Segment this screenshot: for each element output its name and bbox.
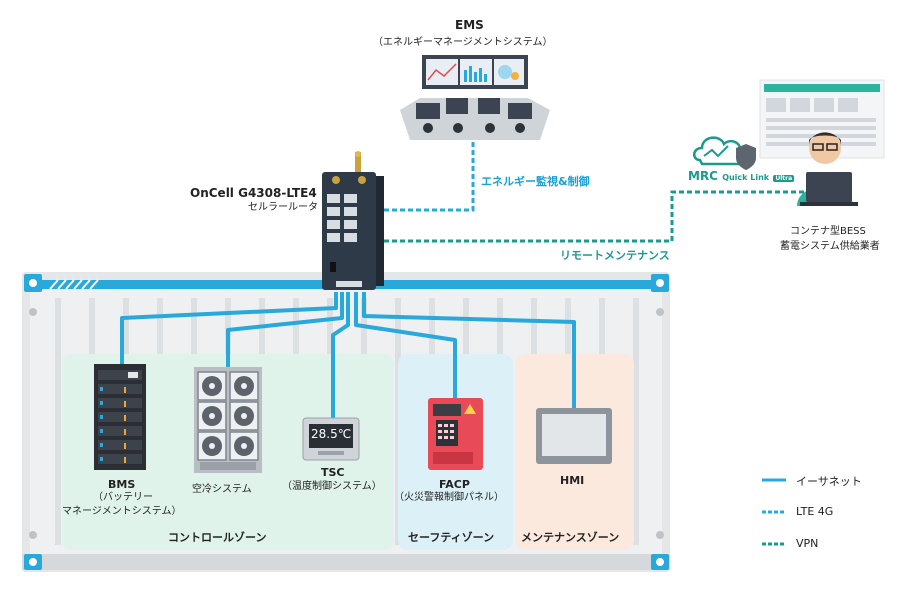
hmi-label: HMI xyxy=(560,474,585,487)
bms-sub-line2: マネージメントシステム） xyxy=(62,506,182,517)
lte-link xyxy=(384,137,475,212)
cooling-label: 空冷システム xyxy=(192,484,252,495)
bms-label: BMS xyxy=(108,478,136,491)
router-name: OnCell G4308-LTE4 xyxy=(190,186,317,200)
legend-vpn: VPN xyxy=(796,537,819,550)
mrc-logo-badge: Ultra xyxy=(773,175,795,182)
operator-line2: 蓄電システム供給業者 xyxy=(780,241,880,252)
operator-line1: コンテナ型BESS xyxy=(790,226,866,237)
maintenance-zone-label: メンテナンスゾーン xyxy=(521,531,620,544)
facp-label: FACP xyxy=(439,478,470,491)
tsc-controller xyxy=(302,417,360,461)
control-zone-label: コントロールゾーン xyxy=(168,531,267,544)
legend-lte: LTE 4G xyxy=(796,505,834,518)
hmi-panel xyxy=(536,408,612,464)
vpn-link-label: リモートメンテナンス xyxy=(560,249,670,262)
router-type: セルラールータ xyxy=(248,202,318,213)
bms-sub-line1: （バッテリー xyxy=(93,492,153,503)
safety-zone-label: セーフティゾーン xyxy=(408,531,495,544)
mrc-logo-line1: MRC xyxy=(688,169,718,183)
oncell-router xyxy=(322,151,384,290)
mrc-logo-line2: Quick Link xyxy=(722,173,770,182)
legend-lines xyxy=(762,478,786,546)
legend-ethernet: イーサネット xyxy=(796,475,862,488)
ems-title: EMS xyxy=(455,18,484,32)
ems-subtitle: （エネルギーマネージメントシステム） xyxy=(373,37,553,48)
bms-rack xyxy=(94,364,146,470)
operator-figure xyxy=(759,79,885,206)
mrc-quicklink-logo xyxy=(693,136,756,170)
facp-sub: （火災警報制御パネル） xyxy=(394,492,504,503)
mrc-logo-text: MRC Quick Link Ultra xyxy=(688,169,795,184)
tsc-label: TSC xyxy=(321,466,345,479)
ems-control-room xyxy=(400,55,550,140)
ethernet-links xyxy=(120,292,576,418)
facp-panel xyxy=(428,398,483,470)
lte-link-label: エネルギー監視&制御 xyxy=(481,175,590,188)
tsc-display: 28.5℃ xyxy=(311,427,352,441)
cooling-unit xyxy=(194,367,262,473)
tsc-sub: （温度制御システム） xyxy=(282,481,382,492)
vpn-link xyxy=(384,190,808,243)
